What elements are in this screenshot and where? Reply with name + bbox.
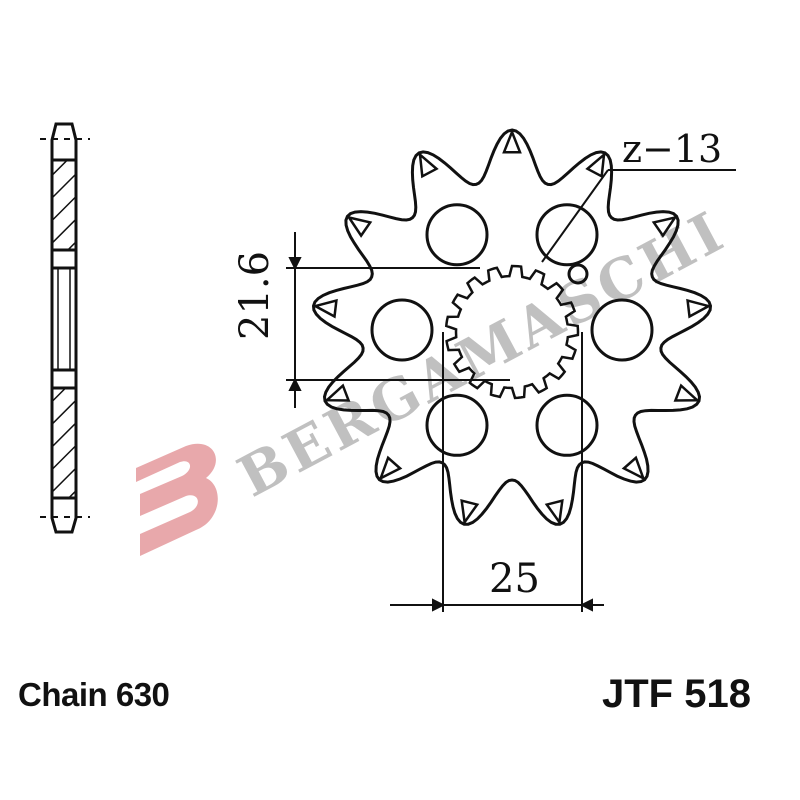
lightening-hole [535, 393, 599, 457]
bergamaschi-logo-icon [136, 443, 218, 556]
watermark-text: BERGAMASCHI [228, 198, 737, 510]
teeth-count-callout: z−13 [541, 127, 736, 263]
teeth-count-label: z−13 [622, 127, 722, 171]
splined-bore [444, 264, 580, 400]
dimension-vertical: 21.6 [232, 232, 510, 408]
dimension-vertical-value: 21.6 [232, 251, 278, 340]
part-number-label: JTF 518 [602, 672, 751, 716]
sprocket-outline [311, 128, 713, 526]
side-profile-view [40, 122, 90, 534]
lightening-hole [535, 203, 599, 267]
sprocket-front-view [311, 128, 713, 526]
lock-hole [567, 263, 589, 285]
dimension-horizontal: 25 [390, 332, 604, 612]
chain-size-label: Chain 630 [18, 676, 170, 713]
lightening-hole [370, 298, 434, 362]
dimension-horizontal-value: 25 [489, 556, 540, 602]
lightening-hole [590, 298, 654, 362]
lightening-hole [425, 203, 489, 267]
lightening-hole [425, 393, 489, 457]
watermark: BERGAMASCHI [136, 198, 737, 556]
